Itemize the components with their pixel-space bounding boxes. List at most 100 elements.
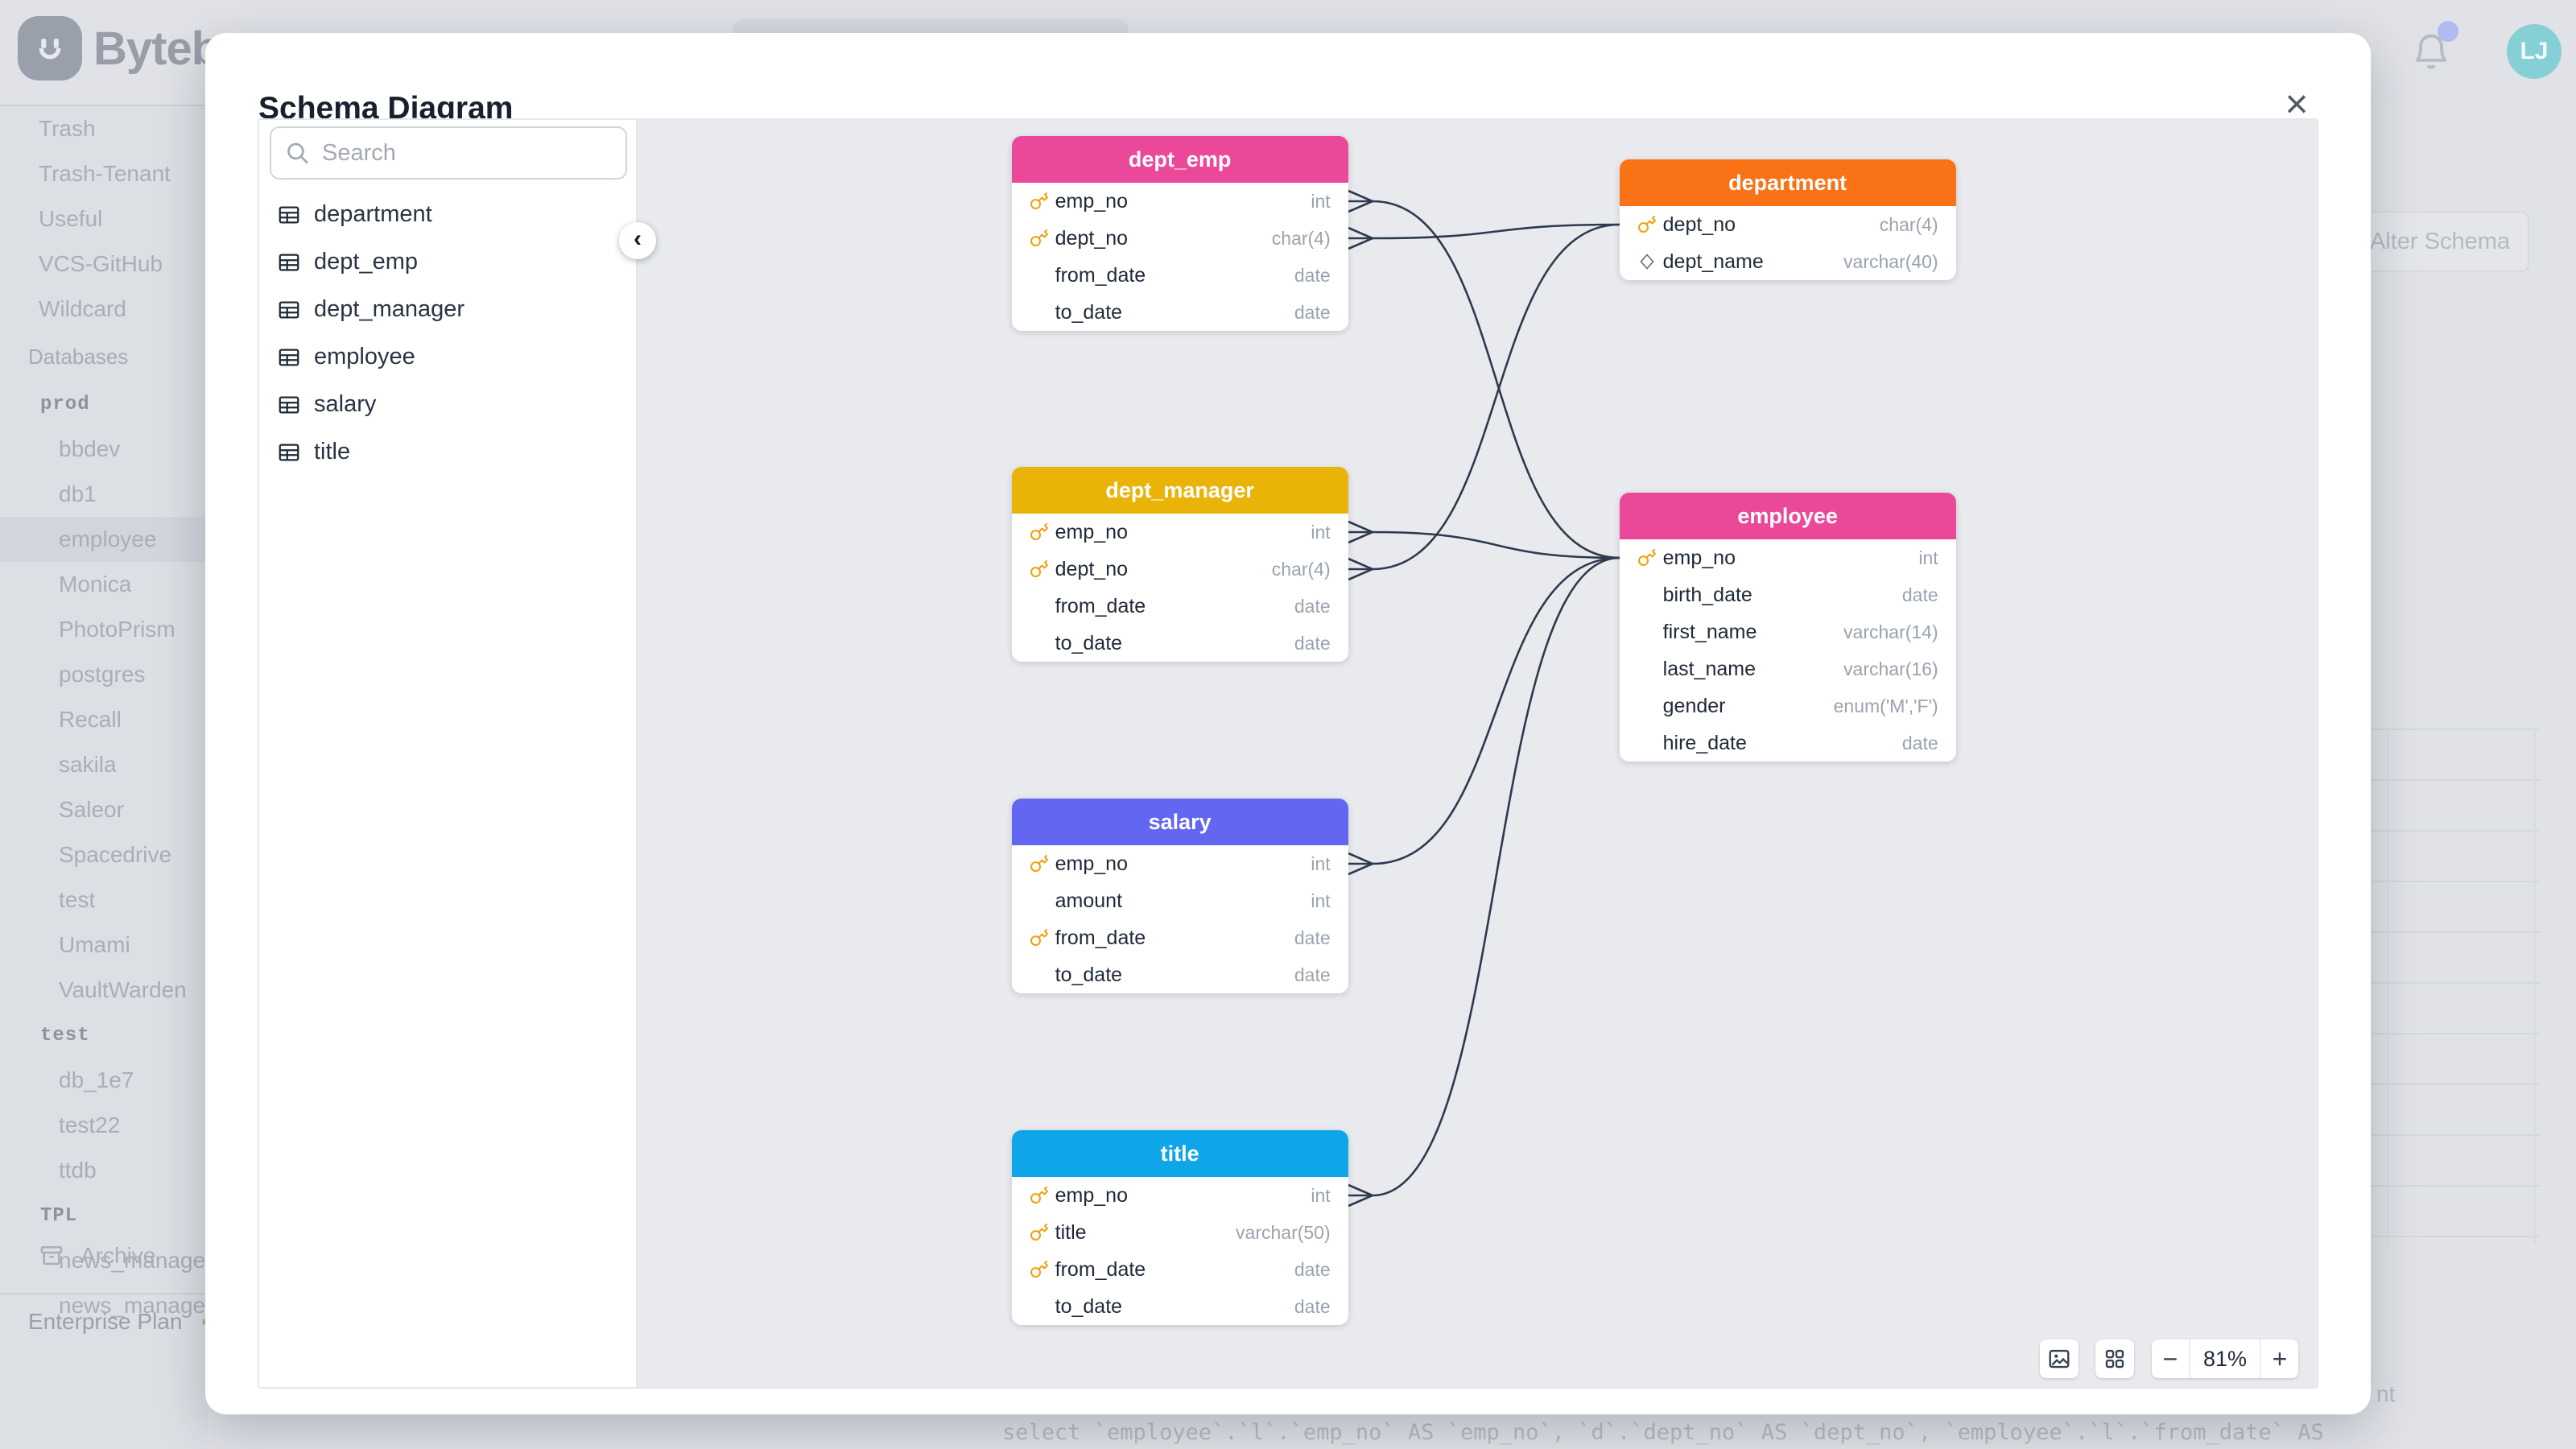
- table-header: dept_manager: [1011, 467, 1348, 514]
- sidebar-db-news_manage: news_manage: [59, 1293, 206, 1318]
- background-table-border: [2534, 729, 2536, 1244]
- primary-key-icon: [1030, 929, 1048, 946]
- column-name: emp_no: [1055, 852, 1128, 875]
- index-diamond-icon: [1640, 254, 1654, 270]
- edge-dept_manager-department: [1348, 223, 1620, 581]
- column-type: date: [1294, 595, 1331, 617]
- column-name: dept_no: [1055, 226, 1129, 250]
- table-list-item-department[interactable]: department: [259, 191, 636, 238]
- sidebar-item-useful: Useful: [39, 206, 103, 231]
- edge-title-employee: [1348, 556, 1620, 1208]
- sidebar-db-postgres: postgres: [59, 662, 146, 687]
- background-row-divider: [2371, 931, 2540, 933]
- column-type: int: [1311, 521, 1331, 543]
- primary-key-icon: [1030, 523, 1048, 540]
- background-row-divider: [2371, 1185, 2540, 1187]
- background-clipped-text: nt: [2376, 1381, 2396, 1406]
- table-list-item-employee[interactable]: employee: [259, 333, 636, 381]
- column-type: int: [1918, 547, 1938, 568]
- primary-key-icon: [1030, 855, 1048, 872]
- search-input[interactable]: [322, 139, 625, 167]
- zoom-control: − 81% +: [2152, 1340, 2298, 1378]
- user-avatar: LJ: [2507, 24, 2562, 79]
- primary-key-icon: [1637, 216, 1656, 233]
- table-list-item-salary[interactable]: salary: [259, 381, 636, 428]
- table-list-item-dept_manager[interactable]: dept_manager: [259, 286, 636, 333]
- column-name: emp_no: [1662, 546, 1736, 569]
- column-name: emp_no: [1055, 520, 1128, 543]
- table-header: dept_emp: [1011, 136, 1348, 183]
- primary-key-icon: [1030, 560, 1048, 577]
- sidebar-db-Umami: Umami: [59, 932, 130, 957]
- primary-key-icon: [1030, 1224, 1048, 1241]
- column-type: date: [1294, 264, 1331, 286]
- column-name: from_date: [1055, 1257, 1146, 1281]
- notifications-bell-icon: [2410, 21, 2458, 72]
- column-type: date: [1294, 1258, 1331, 1280]
- sidebar-db-db1: db1: [59, 481, 97, 506]
- column-row: emp_no int: [1620, 539, 1956, 576]
- column-type: varchar(16): [1843, 658, 1938, 679]
- collapse-panel-button[interactable]: ‹: [619, 222, 656, 259]
- sidebar-item-wildcard: Wildcard: [39, 296, 126, 321]
- table-header: department: [1619, 159, 1956, 206]
- column-name: dept_no: [1662, 213, 1736, 236]
- table-list-item-title[interactable]: title: [259, 428, 636, 476]
- key-icon-slot: [1030, 854, 1055, 873]
- column-name: last_name: [1662, 657, 1756, 680]
- zoom-out-button[interactable]: −: [2162, 1344, 2178, 1373]
- schema-diagram-modal: Schema Diagram × departmentdept_empdept_…: [205, 33, 2371, 1414]
- background-row-divider: [2371, 1033, 2540, 1034]
- sidebar-group-prod: prod: [40, 393, 90, 415]
- close-icon[interactable]: ×: [2285, 81, 2309, 126]
- column-type: date: [1294, 964, 1331, 985]
- sidebar-group-TPL: TPL: [40, 1204, 78, 1227]
- column-type: char(4): [1271, 227, 1331, 249]
- sidebar-item-trash: Trash: [39, 116, 96, 141]
- zoom-level: 81%: [2189, 1340, 2261, 1378]
- table-icon: [279, 349, 299, 365]
- key-icon-slot: [1030, 928, 1055, 947]
- column-row: emp_no int: [1012, 514, 1348, 551]
- export-image-button[interactable]: [2040, 1340, 2079, 1378]
- sidebar-db-test: test: [59, 887, 96, 912]
- key-icon-slot: [1030, 1223, 1055, 1242]
- sidebar-db-Recall: Recall: [59, 707, 122, 732]
- sidebar-db-db_1e7: db_1e7: [59, 1067, 134, 1092]
- index-icon-slot: [1637, 252, 1663, 271]
- key-icon-slot: [1030, 559, 1055, 579]
- search-box: [270, 126, 627, 180]
- sidebar-item-trash-tenant: Trash-Tenant: [39, 161, 171, 186]
- column-type: enum('M','F'): [1833, 695, 1938, 716]
- column-type: date: [1901, 584, 1938, 605]
- sidebar-db-Spacedrive: Spacedrive: [59, 842, 172, 867]
- table-list-item-dept_emp[interactable]: dept_emp: [259, 238, 636, 286]
- bytebase-logo-icon: [18, 16, 82, 80]
- key-icon-slot: [1030, 1260, 1055, 1279]
- column-name: from_date: [1055, 926, 1146, 949]
- key-icon-slot: [1637, 548, 1663, 568]
- zoom-in-button[interactable]: +: [2272, 1344, 2288, 1373]
- column-name: first_name: [1662, 620, 1757, 643]
- column-name: title: [1055, 1220, 1087, 1244]
- primary-key-icon: [1030, 229, 1048, 246]
- table-icon: [279, 206, 299, 223]
- auto-layout-button[interactable]: [2095, 1340, 2134, 1378]
- sidebar-section-databases: Databases: [28, 344, 129, 369]
- key-icon-slot: [1030, 522, 1055, 542]
